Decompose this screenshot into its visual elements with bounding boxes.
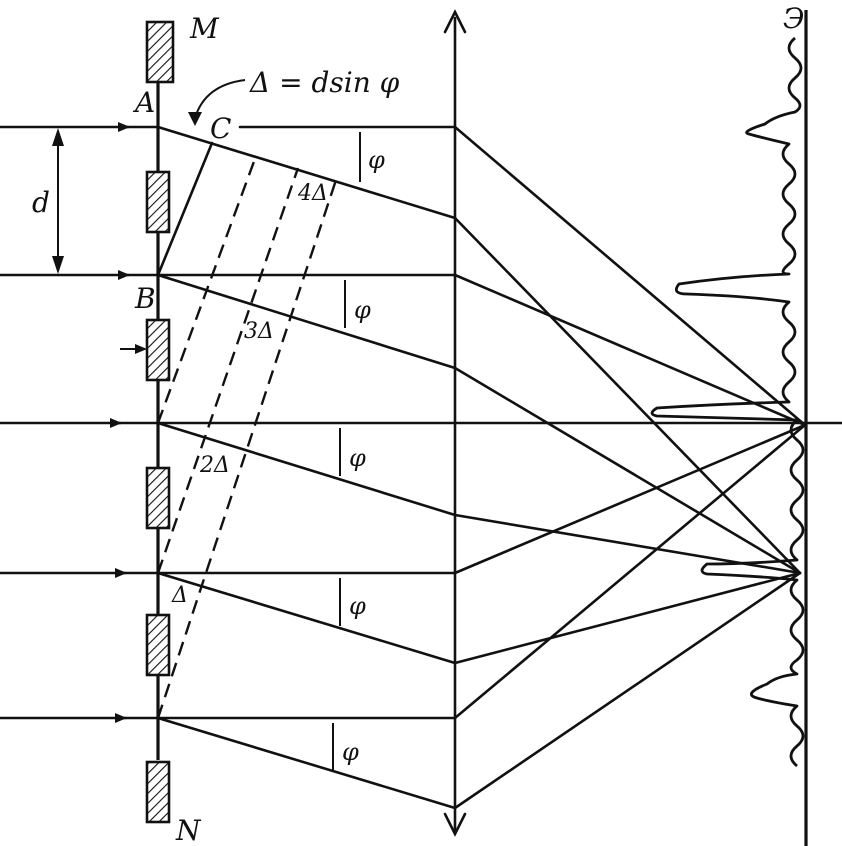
perpendicular-BC xyxy=(156,141,214,277)
diffraction-grating xyxy=(120,20,175,824)
phi-label-3: φ xyxy=(349,444,366,472)
focus-ray-3 xyxy=(453,423,807,575)
lens-arrow-bottom xyxy=(443,812,467,837)
phi-label-1: φ xyxy=(368,146,385,174)
diffracted-ray-4 xyxy=(156,571,457,665)
label-N: N xyxy=(175,814,202,846)
focus-ray-5 xyxy=(453,216,802,575)
diffracted-ray-5 xyxy=(156,716,457,810)
label-B: B xyxy=(134,282,156,315)
grating-bar-4 xyxy=(145,466,171,530)
spacing-d-label: d xyxy=(32,186,50,219)
delta-1-label: Δ xyxy=(171,583,188,608)
grating-bar-2 xyxy=(145,170,171,234)
phi-label-2: φ xyxy=(354,296,371,324)
label-C: C xyxy=(210,112,231,145)
focused-rays xyxy=(453,125,807,810)
focus-ray-6 xyxy=(453,366,802,575)
diffracted-ray-2 xyxy=(156,273,457,370)
focus-ray-9 xyxy=(453,571,802,810)
converging-lens xyxy=(443,9,467,837)
dashed-line-4 xyxy=(156,179,338,719)
focus-ray-4 xyxy=(453,423,807,720)
grating-bar-1 xyxy=(145,20,175,84)
delta-4-label: 4Δ xyxy=(297,181,328,206)
dashed-line-3 xyxy=(156,167,300,574)
incident-rays xyxy=(0,122,160,723)
grating-bar-6 xyxy=(145,760,171,824)
phi-label-5: φ xyxy=(342,738,359,766)
angle-markers: φ φ φ φ φ xyxy=(332,132,385,770)
label-screen: Э xyxy=(783,2,804,35)
delta-3-label: 3Δ xyxy=(244,319,274,344)
grating-bar-5 xyxy=(145,613,171,677)
formula-pointer-arrow xyxy=(188,112,202,126)
spacing-d-arrow-bottom xyxy=(52,256,64,274)
lens-arrow-top xyxy=(443,9,467,34)
path-difference-lines xyxy=(156,155,338,719)
phi-label-4: φ xyxy=(349,592,366,620)
spacing-d-arrow-top xyxy=(52,128,64,146)
intensity-pattern xyxy=(650,36,805,768)
spacing-d-dimension: d xyxy=(32,128,64,274)
delta-2-label: 2Δ xyxy=(199,453,230,478)
grating-bar-3 xyxy=(145,318,171,382)
focus-ray-8 xyxy=(453,571,802,665)
diffracted-ray-1 xyxy=(156,125,457,220)
label-M: M xyxy=(189,12,220,45)
diffracted-ray-3 xyxy=(156,421,457,517)
diffracted-rays xyxy=(156,125,457,810)
undiffracted-rays xyxy=(156,125,842,720)
focus-ray-1 xyxy=(453,125,807,427)
dashed-line-2 xyxy=(156,155,258,424)
path-difference-formula: Δ = dsin φ xyxy=(249,66,400,99)
focus-ray-2 xyxy=(453,273,807,427)
label-A: A xyxy=(132,86,155,119)
